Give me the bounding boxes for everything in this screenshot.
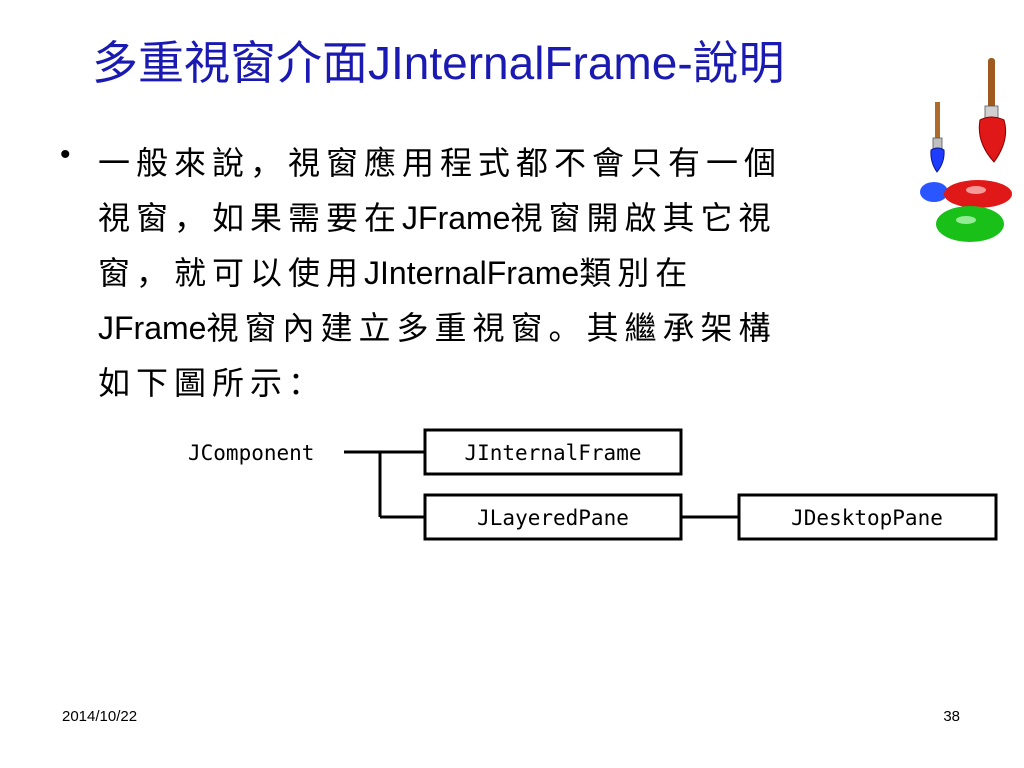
title-latin: JInternalFrame- xyxy=(368,37,693,89)
bullet-text-segment: 視窗開啟其它視 xyxy=(510,199,777,237)
footer-date: 2014/10/22 xyxy=(62,708,138,725)
bullet-line: JFrame視窗內建立多重視窗。其繼承架構 xyxy=(98,301,940,356)
blue-paint-blob-icon xyxy=(920,182,948,202)
bullet-text-segment: JInternalFrame xyxy=(364,255,580,291)
bullet-paragraph: 一般來說，視窗應用程式都不會只有一個視窗，如果需要在JFrame視窗開啟其它視窗… xyxy=(98,136,940,411)
node-label-jinternalframe: JInternalFrame xyxy=(464,441,641,465)
footer-page-number: 38 xyxy=(943,708,960,725)
node-box-jinternalframe xyxy=(423,428,683,476)
red-paint-blob-icon xyxy=(944,180,1012,208)
bullet-symbol: • xyxy=(60,138,71,171)
node-box-jdesktoppane xyxy=(737,493,998,541)
bullet-line: 視窗，如果需要在JFrame視窗開啟其它視 xyxy=(98,191,940,246)
node-label-jdesktoppane: JDesktopPane xyxy=(791,506,943,530)
bullet-line: 窗，就可以使用JInternalFrame類別在 xyxy=(98,246,940,301)
bullet-text-segment: 視窗內建立多重視窗。其繼承架構 xyxy=(206,309,777,347)
red-brush-icon xyxy=(978,58,1007,163)
bullet-text-segment: 類別在 xyxy=(579,254,694,292)
bullet-text-segment: 如下圖所示： xyxy=(98,364,327,402)
bullet-text-segment: JFrame xyxy=(98,310,207,346)
node-label-jlayeredpane: JLayeredPane xyxy=(477,506,629,530)
green-paint-blob-icon xyxy=(936,206,1004,242)
bullet-text-segment: 視窗，如果需要在 xyxy=(98,199,403,237)
bullet-list: • 一般來說，視窗應用程式都不會只有一個視窗，如果需要在JFrame視窗開啟其它… xyxy=(60,136,940,411)
node-label-jcomponent: JComponent xyxy=(188,441,314,465)
bullet-line: 如下圖所示： xyxy=(98,356,940,411)
bullet-text-segment: JFrame xyxy=(402,200,511,236)
title-cjk-tail: 說明 xyxy=(692,36,785,90)
bullet-text-segment: 窗，就可以使用 xyxy=(98,254,365,292)
blue-brush-icon xyxy=(930,102,945,173)
paintbrush-clipart-icon xyxy=(920,58,1012,242)
title-cjk: 多重視窗介面 xyxy=(92,36,368,90)
node-box-jlayeredpane xyxy=(423,493,683,541)
bullet-text-segment: 一般來說，視窗應用程式都不會只有一個 xyxy=(98,144,783,182)
slide-title: 多重視窗介面JInternalFrame-說明 xyxy=(92,38,942,89)
bullet-line: 一般來說，視窗應用程式都不會只有一個 xyxy=(98,136,940,191)
